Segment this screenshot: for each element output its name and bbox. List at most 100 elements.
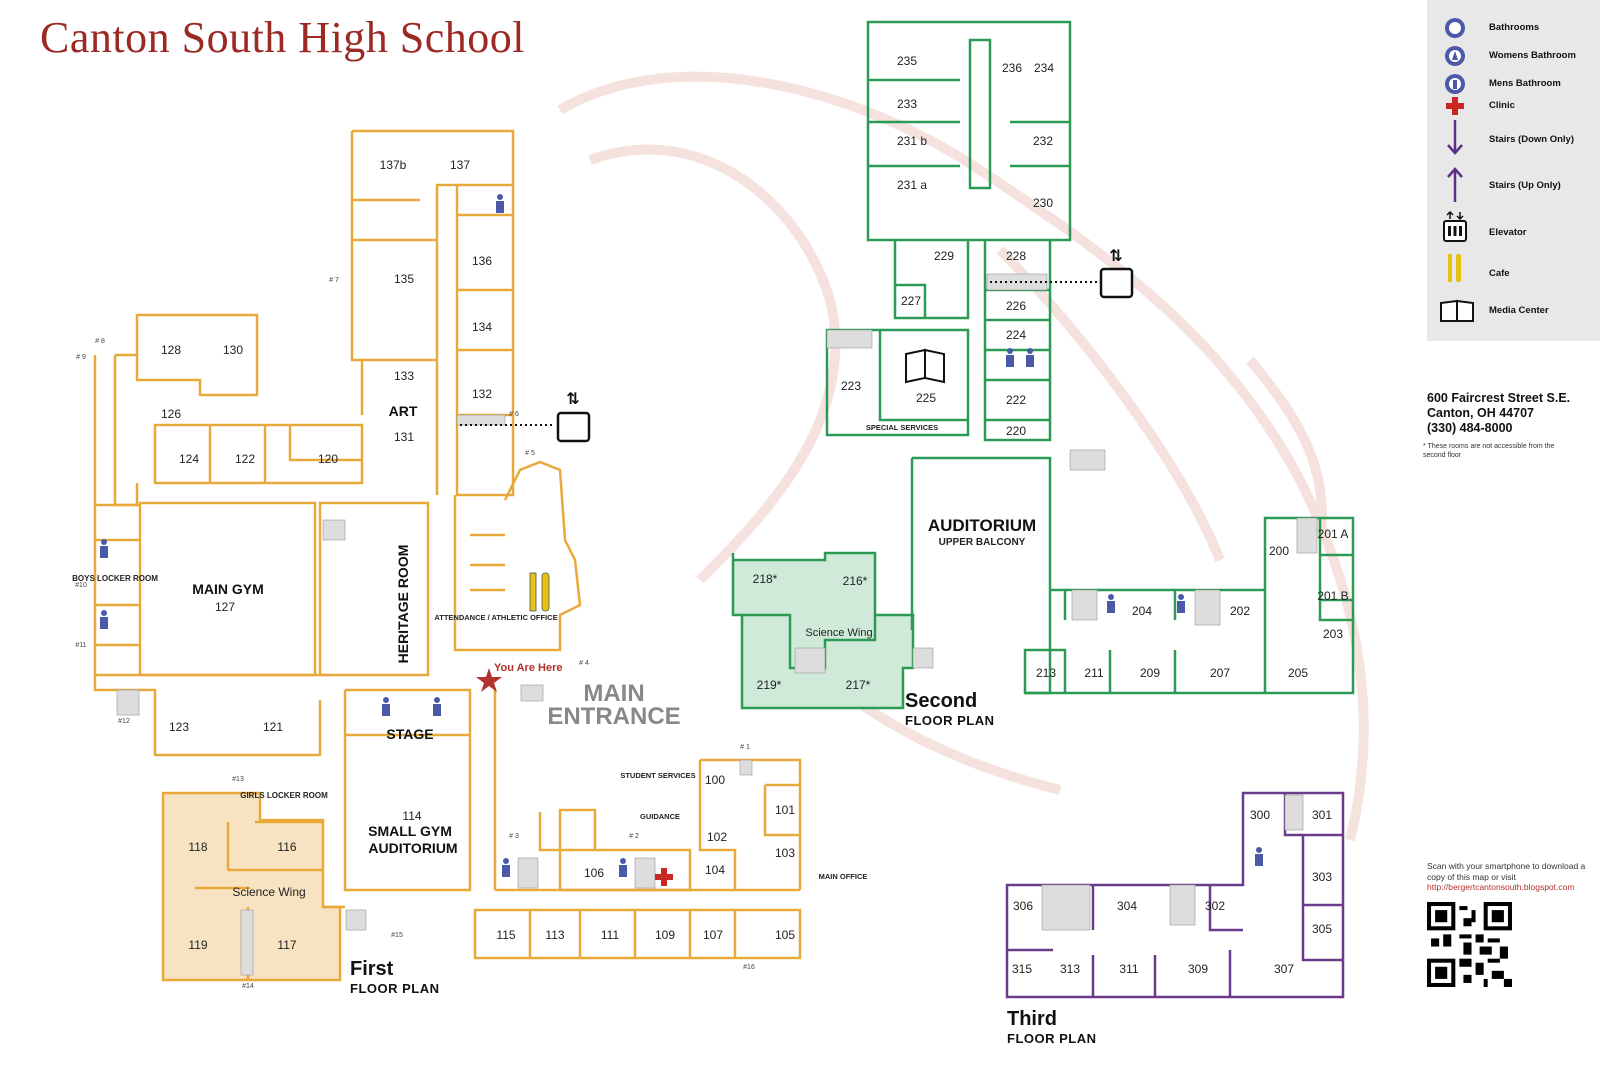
room-306: 306 bbox=[1013, 899, 1033, 913]
girls-locker-room-label: GIRLS LOCKER ROOM bbox=[240, 791, 328, 800]
room-227: 227 bbox=[901, 294, 921, 308]
second-floor-title: Second FLOOR PLAN bbox=[905, 690, 995, 728]
room-315: 315 bbox=[1012, 962, 1032, 976]
room-230: 230 bbox=[1033, 196, 1053, 210]
womens-bathroom-icon bbox=[1445, 46, 1465, 66]
room-100: 100 bbox=[705, 773, 725, 787]
room-123: 123 bbox=[169, 720, 189, 734]
room-122: 122 bbox=[235, 452, 255, 466]
cafe-icon bbox=[529, 572, 550, 612]
room-137b: 137b bbox=[380, 158, 407, 172]
second-floor-heading: Second bbox=[905, 690, 978, 712]
room-109: 109 bbox=[655, 928, 675, 942]
small-gym-label: SMALL GYM bbox=[368, 823, 452, 839]
address-street: 600 Faircrest Street S.E. bbox=[1427, 391, 1571, 405]
room-107: 107 bbox=[703, 928, 723, 942]
room-218: 218* bbox=[753, 572, 778, 586]
stairs-down-icon bbox=[1447, 120, 1463, 155]
room-211: 211 bbox=[1084, 666, 1103, 680]
main-gym-number: 127 bbox=[215, 600, 235, 614]
room-231b: 231 b bbox=[897, 134, 927, 148]
guidance-label: GUIDANCE bbox=[640, 812, 680, 821]
stair-tag: # 3 bbox=[509, 833, 519, 840]
svg-text:⇅: ⇅ bbox=[566, 391, 579, 408]
elevator-first: ⇅ bbox=[460, 391, 591, 443]
room-301: 301 bbox=[1312, 808, 1332, 822]
legend-label: Clinic bbox=[1489, 100, 1515, 111]
stair-tag: # 9 bbox=[76, 354, 86, 361]
legend-label: Bathrooms bbox=[1489, 22, 1540, 33]
room-302: 302 bbox=[1205, 899, 1225, 913]
room-304: 304 bbox=[1117, 899, 1137, 913]
room-105: 105 bbox=[775, 928, 795, 942]
legend-label: Elevator bbox=[1489, 227, 1527, 238]
svg-text:⇅: ⇅ bbox=[1109, 248, 1122, 265]
qr-code bbox=[1427, 902, 1512, 987]
stairs-up-icon bbox=[1447, 167, 1463, 202]
room-207: 207 bbox=[1210, 666, 1230, 680]
media-center-icon bbox=[905, 348, 945, 384]
room-305: 305 bbox=[1312, 922, 1332, 936]
room-128: 128 bbox=[161, 343, 181, 357]
room-209: 209 bbox=[1140, 666, 1160, 680]
bathroom-icons bbox=[100, 194, 1263, 877]
legend-label: Stairs (Up Only) bbox=[1489, 180, 1561, 191]
room-130: 130 bbox=[223, 343, 243, 357]
main-office-label: MAIN OFFICE bbox=[819, 872, 868, 881]
third-floor-title: Third FLOOR PLAN bbox=[1007, 1008, 1097, 1046]
legend-elevator: Elevator bbox=[1427, 211, 1600, 245]
room-134: 134 bbox=[472, 320, 492, 334]
special-services-label: SPECIAL SERVICES bbox=[866, 423, 938, 432]
first-science-wing bbox=[161, 791, 342, 982]
room-224: 224 bbox=[1006, 328, 1026, 342]
room-222: 222 bbox=[1006, 393, 1026, 407]
room-219: 219* bbox=[757, 678, 782, 692]
legend-label: Cafe bbox=[1489, 268, 1510, 279]
room-202: 202 bbox=[1230, 604, 1250, 618]
legend-womens: Womens Bathroom bbox=[1427, 44, 1600, 68]
legend-stairs-down: Stairs (Down Only) bbox=[1427, 120, 1600, 155]
room-118: 118 bbox=[188, 840, 207, 854]
first-floor-heading: First bbox=[350, 958, 394, 980]
elevator-icon bbox=[1443, 211, 1467, 242]
auditorium-second-label: AUDITORIUM bbox=[928, 516, 1036, 535]
elevator-second: ⇅ bbox=[990, 248, 1134, 299]
third-floor-rooms: 300 301 303 305 306 304 302 315 313 311 … bbox=[1012, 808, 1332, 976]
room-213: 213 bbox=[1036, 666, 1056, 680]
room-217: 217* bbox=[846, 678, 871, 692]
legend-stairs-up: Stairs (Up Only) bbox=[1427, 167, 1600, 202]
stair-tag: #10 bbox=[75, 582, 87, 589]
room-117: 117 bbox=[277, 938, 296, 952]
media-center-icon bbox=[1440, 299, 1474, 322]
second-floor-stairs bbox=[794, 273, 1318, 674]
stair-tag: #13 bbox=[232, 776, 244, 783]
legend-mens: Mens Bathroom bbox=[1427, 72, 1600, 96]
room-101: 101 bbox=[775, 803, 795, 817]
clinic-icon bbox=[655, 868, 673, 886]
scan-url[interactable]: http://bergertcantonsouth.blogspot.com bbox=[1427, 882, 1575, 892]
room-204: 204 bbox=[1132, 604, 1152, 618]
room-106: 106 bbox=[584, 866, 604, 880]
school-address: 600 Faircrest Street S.E. Canton, OH 447… bbox=[1427, 391, 1570, 436]
art-label: ART bbox=[389, 403, 418, 419]
room-311: 311 bbox=[1119, 962, 1138, 976]
room-116: 116 bbox=[277, 840, 296, 854]
legend-media-center: Media Center bbox=[1427, 299, 1600, 323]
second-floor-rooms: 235 236 234 233 232 231 b 231 a 230 229 … bbox=[753, 54, 1349, 692]
legend-label: Womens Bathroom bbox=[1489, 50, 1576, 61]
room-235: 235 bbox=[897, 54, 917, 68]
room-216: 216* bbox=[843, 574, 868, 588]
room-124: 124 bbox=[179, 452, 199, 466]
room-309: 309 bbox=[1188, 962, 1208, 976]
room-303: 303 bbox=[1312, 870, 1332, 884]
room-229: 229 bbox=[934, 249, 954, 263]
room-225: 225 bbox=[916, 391, 936, 405]
room-136: 136 bbox=[472, 254, 492, 268]
stair-tags: # 1 # 2 # 3 # 4 # 5 # 6 # 7 # 8 # 9 #10 … bbox=[75, 277, 755, 990]
heritage-room-label: HERITAGE ROOM bbox=[395, 545, 411, 664]
room-226: 226 bbox=[1006, 299, 1026, 313]
legend-label: Stairs (Down Only) bbox=[1489, 134, 1574, 145]
room-307: 307 bbox=[1274, 962, 1294, 976]
stair-tag: # 4 bbox=[579, 660, 589, 667]
first-floor-plan bbox=[93, 129, 802, 982]
